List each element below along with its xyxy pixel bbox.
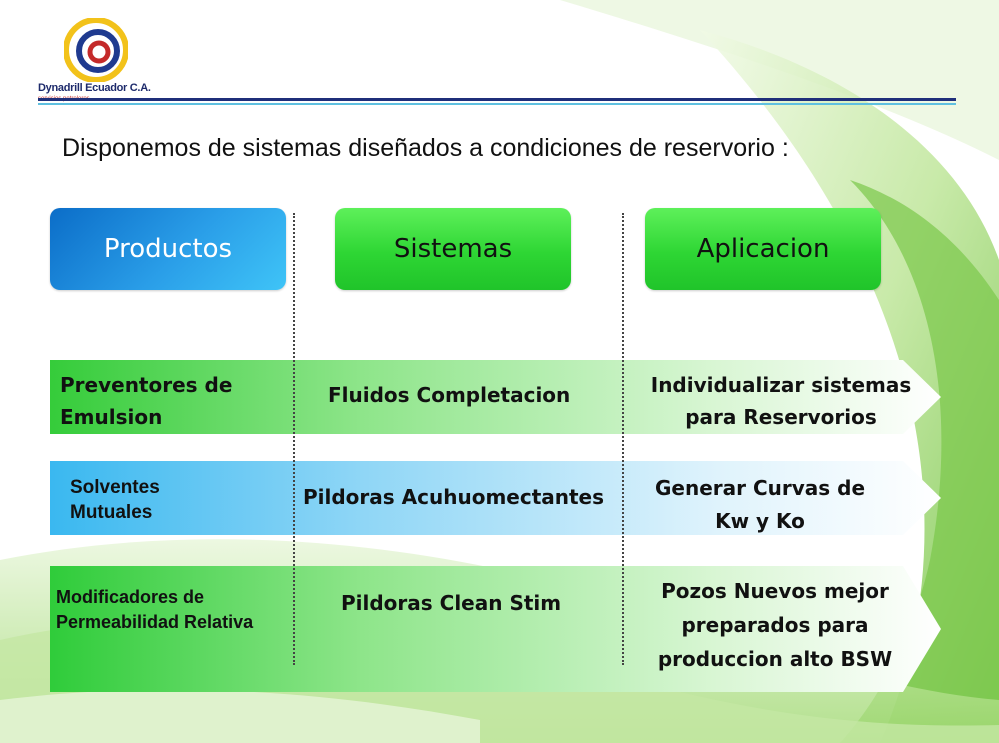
slide-heading: Disponemos de sistemas diseñados a condi…: [62, 134, 789, 162]
column-header-label: Sistemas: [393, 234, 513, 264]
column-header-aplicacion: Aplicacion: [645, 208, 881, 290]
column-header-sistemas: Sistemas: [335, 208, 571, 290]
row3-aplicacion: Pozos Nuevos mejor preparados para produ…: [657, 579, 893, 671]
company-logo: Dynadrill Ecuador C.A. servicios petrole…: [38, 18, 158, 104]
column-header-productos: Productos: [50, 208, 286, 290]
row1-aplicacion: Individualizar sistemas para Reservorios: [650, 373, 912, 429]
company-name: Dynadrill Ecuador C.A.: [38, 82, 151, 94]
row2-sistema: Pildoras Acuhuomectantes: [303, 485, 605, 509]
logo-emblem-icon: [64, 18, 128, 82]
row-band-1: [50, 360, 941, 434]
column-divider-left: [293, 213, 295, 665]
row1-producto: Preventores de Emulsion: [60, 373, 233, 429]
row-band-2: [50, 461, 941, 535]
column-divider-right: [622, 213, 624, 665]
row1-sistema: Fluidos Completacion: [328, 383, 571, 407]
row-band-3: [50, 566, 941, 692]
header-rule-light: [38, 103, 956, 105]
row2-producto: Solventes Mutuales: [70, 477, 160, 523]
column-header-label: Aplicacion: [696, 234, 830, 264]
row3-sistema: Pildoras Clean Stim: [341, 591, 562, 615]
header-rule-dark: [38, 98, 956, 101]
row2-aplicacion: Generar Curvas de Kw y Ko: [654, 476, 866, 533]
row3-producto: Modificadores de Permeabilidad Relativa: [56, 587, 254, 632]
column-header-label: Productos: [103, 234, 233, 264]
